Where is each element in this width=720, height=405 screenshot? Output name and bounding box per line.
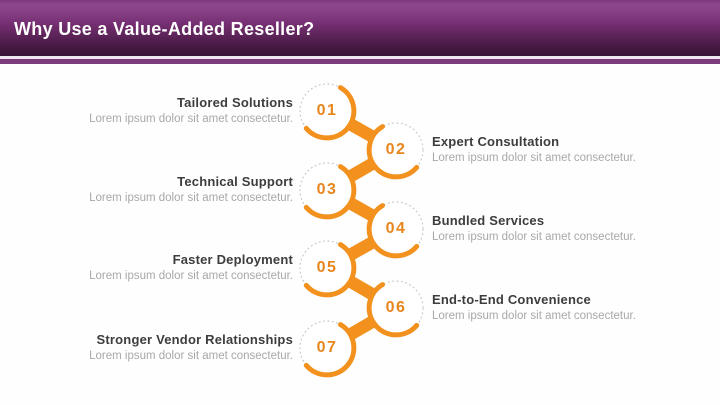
step-arc-7 [303, 322, 357, 378]
step-item-2: Expert Consultation Lorem ipsum dolor si… [432, 133, 720, 166]
step-arc-2 [366, 124, 420, 180]
step-description: Lorem ipsum dolor sit amet consectetur. [432, 152, 636, 164]
step-arc-4 [366, 203, 420, 259]
step-number-6: 06 [385, 299, 407, 316]
step-item-1: Tailored Solutions Lorem ipsum dolor sit… [0, 94, 293, 127]
page-title: Why Use a Value-Added Reseller? [14, 19, 315, 39]
step-number-7: 07 [316, 339, 338, 356]
step-arc-1 [303, 85, 357, 141]
step-description: Lorem ipsum dolor sit amet consectetur. [89, 192, 293, 204]
step-arcs [303, 85, 420, 378]
step-title: End-to-End Convenience [432, 292, 591, 307]
step-description: Lorem ipsum dolor sit amet consectetur. [89, 113, 293, 125]
step-number-4: 04 [385, 220, 407, 237]
step-description: Lorem ipsum dolor sit amet consectetur. [89, 270, 293, 282]
header-separator-purple [0, 58, 720, 64]
step-arc-6 [366, 282, 420, 338]
step-title: Expert Consultation [432, 134, 560, 149]
slide-header: Why Use a Value-Added Reseller? [0, 0, 720, 56]
step-description: Lorem ipsum dolor sit amet consectetur. [89, 350, 293, 362]
step-item-3: Technical Support Lorem ipsum dolor sit … [0, 173, 293, 206]
step-title: Tailored Solutions [176, 95, 293, 110]
step-description: Lorem ipsum dolor sit amet consectetur. [432, 231, 636, 243]
step-number-1: 01 [316, 102, 338, 119]
step-title: Bundled Services [432, 213, 545, 228]
step-number-5: 05 [316, 259, 338, 276]
step-title: Stronger Vendor Relationships [96, 332, 293, 347]
step-description: Lorem ipsum dolor sit amet consectetur. [432, 310, 636, 322]
step-item-5: Faster Deployment Lorem ipsum dolor sit … [0, 251, 293, 284]
step-item-4: Bundled Services Lorem ipsum dolor sit a… [432, 212, 720, 245]
step-arc-5 [303, 242, 357, 298]
step-item-6: End-to-End Convenience Lorem ipsum dolor… [432, 291, 720, 324]
step-item-7: Stronger Vendor Relationships Lorem ipsu… [0, 331, 293, 364]
step-title: Faster Deployment [172, 252, 293, 267]
step-number-3: 03 [316, 181, 338, 198]
header-separator-white [0, 56, 720, 59]
step-title: Technical Support [177, 174, 293, 189]
step-number-2: 02 [385, 141, 407, 158]
step-arc-3 [303, 164, 357, 220]
